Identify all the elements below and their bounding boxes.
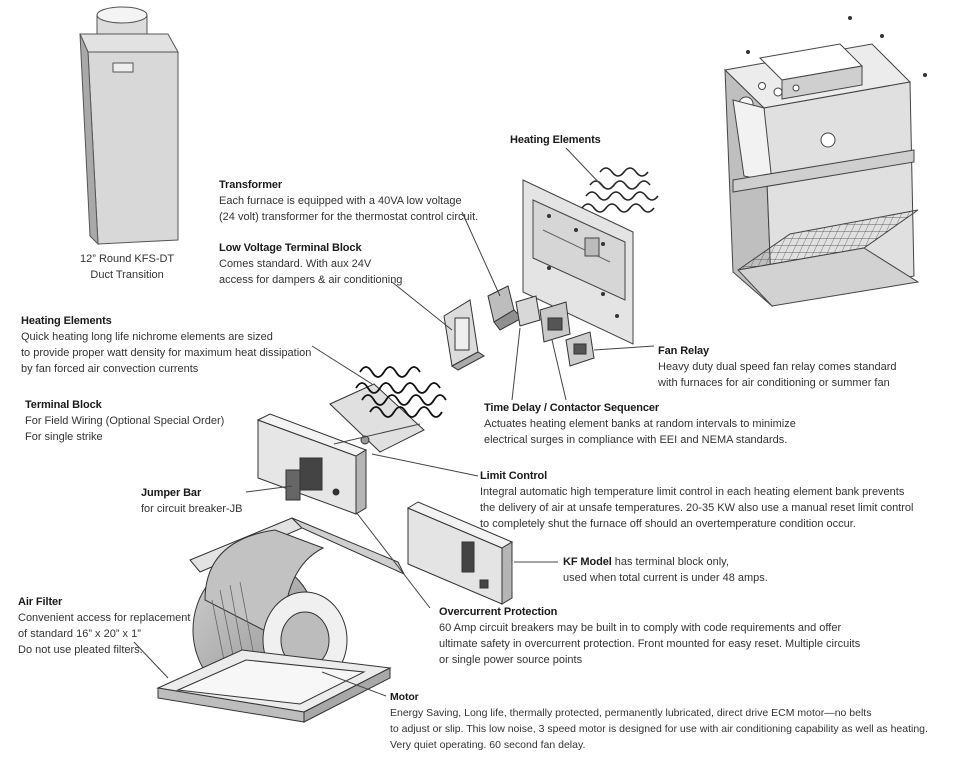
motor-callout: Motor Energy Saving, Long life, thermall… bbox=[390, 689, 928, 753]
motor-title: Motor bbox=[390, 691, 419, 703]
motor-line: to adjust or slip. This low noise, 3 spe… bbox=[390, 723, 928, 735]
time-delay-line: electrical surges in compliance with EEI… bbox=[484, 434, 788, 446]
transformer-callout: Transformer Each furnace is equipped wit… bbox=[219, 177, 478, 225]
terminal-block-line: For single strike bbox=[25, 431, 103, 443]
heating-elements-left-line: by fan forced air convection currents bbox=[21, 363, 199, 375]
heating-elements-left-line: Quick heating long life nichrome element… bbox=[21, 331, 273, 343]
heating-elements-left-line: to provide proper watt density for maxim… bbox=[21, 347, 312, 359]
transformer-line: (24 volt) transformer for the thermostat… bbox=[219, 211, 479, 223]
low-voltage-line: Comes standard. With aux 24V bbox=[219, 258, 372, 270]
transformer-title: Transformer bbox=[219, 179, 283, 191]
limit-control-line: to completely shut the furnace off shoul… bbox=[480, 518, 856, 530]
air-filter-callout: Air Filter Convenient access for replace… bbox=[18, 594, 190, 658]
fan-relay-title: Fan Relay bbox=[658, 345, 710, 357]
time-delay-callout: Time Delay / Contactor Sequencer Actuate… bbox=[484, 400, 796, 448]
duct-transition-line1: 12” Round KFS-DT bbox=[80, 253, 175, 265]
low-voltage-line: access for dampers & air conditioning bbox=[219, 274, 403, 286]
breaker-panel-drawing bbox=[256, 413, 368, 515]
limit-control-line: Integral automatic high temperature limi… bbox=[480, 486, 905, 498]
kf-model-line: used when total current is under 48 amps… bbox=[563, 572, 768, 584]
air-filter-line: Do not use pleated filters. bbox=[18, 644, 143, 656]
control-components-drawing bbox=[443, 285, 595, 371]
kf-model-rest: has terminal block only, bbox=[611, 556, 729, 568]
air-filter-line: Convenient access for replacement bbox=[18, 612, 191, 624]
low-voltage-callout: Low Voltage Terminal Block Comes standar… bbox=[219, 240, 402, 288]
time-delay-line: Actuates heating element banks at random… bbox=[484, 418, 796, 430]
fan-relay-line: with furnaces for air conditioning or su… bbox=[658, 377, 890, 389]
jumper-bar-callout: Jumper Bar for circuit breaker-JB bbox=[141, 485, 242, 517]
overcurrent-callout: Overcurrent Protection 60 Amp circuit br… bbox=[439, 604, 860, 668]
heating-elements-top-callout: Heating Elements bbox=[510, 132, 601, 148]
overcurrent-line: 60 Amp circuit breakers may be built in … bbox=[439, 622, 842, 634]
kf-model-callout: KF Model has terminal block only, used w… bbox=[563, 554, 768, 586]
heating-elements-left-title: Heating Elements bbox=[21, 315, 112, 327]
blower-assembly-drawing bbox=[156, 517, 406, 723]
air-filter-title: Air Filter bbox=[18, 596, 63, 608]
heating-elements-left-callout: Heating Elements Quick heating long life… bbox=[21, 313, 311, 377]
heating-element-bank-drawing bbox=[329, 366, 447, 453]
heating-element-assembly-drawing bbox=[522, 167, 659, 345]
terminal-block-line: For Field Wiring (Optional Special Order… bbox=[25, 415, 225, 427]
jumper-bar-title: Jumper Bar bbox=[141, 487, 202, 499]
motor-line: Energy Saving, Long life, thermally prot… bbox=[390, 707, 872, 719]
heating-elements-top-title: Heating Elements bbox=[510, 134, 601, 146]
kf-model-panel-drawing bbox=[406, 501, 514, 605]
low-voltage-title: Low Voltage Terminal Block bbox=[219, 242, 362, 254]
duct-transition-line2: Duct Transition bbox=[90, 269, 164, 281]
overcurrent-line: or single power source points bbox=[439, 654, 583, 666]
limit-control-callout: Limit Control Integral automatic high te… bbox=[480, 468, 914, 532]
jumper-bar-line: for circuit breaker-JB bbox=[141, 503, 243, 515]
limit-control-line: the delivery of air at unsafe temperatur… bbox=[480, 502, 914, 514]
furnace-cabinet-drawing bbox=[723, 16, 927, 308]
callout-leader-lines bbox=[133, 147, 655, 697]
time-delay-title: Time Delay / Contactor Sequencer bbox=[484, 402, 660, 414]
air-filter-line: of standard 16” x 20” x 1” bbox=[18, 628, 141, 640]
kf-model-title: KF Model bbox=[563, 556, 612, 568]
limit-control-title: Limit Control bbox=[480, 470, 548, 482]
duct-transition-drawing bbox=[79, 6, 179, 246]
duct-transition-label: 12” Round KFS-DT Duct Transition bbox=[80, 251, 174, 283]
overcurrent-title: Overcurrent Protection bbox=[439, 606, 558, 618]
terminal-block-title: Terminal Block bbox=[25, 399, 102, 411]
fan-relay-line: Heavy duty dual speed fan relay comes st… bbox=[658, 361, 897, 373]
fan-relay-callout: Fan Relay Heavy duty dual speed fan rela… bbox=[658, 343, 896, 391]
motor-line: Very quiet operating. 60 second fan dela… bbox=[390, 739, 586, 751]
terminal-block-callout: Terminal Block For Field Wiring (Optiona… bbox=[25, 397, 224, 445]
overcurrent-line: ultimate safety in overcurrent protectio… bbox=[439, 638, 861, 650]
transformer-line: Each furnace is equipped with a 40VA low… bbox=[219, 195, 462, 207]
